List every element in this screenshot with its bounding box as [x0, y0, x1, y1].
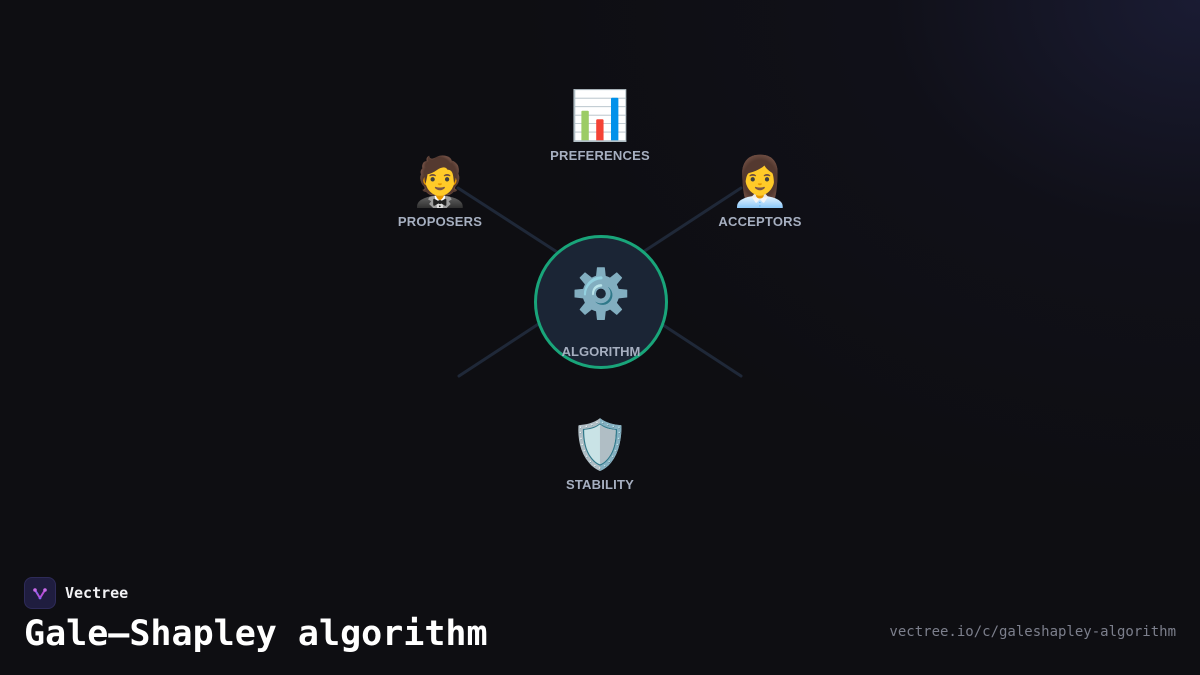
- connector-proposers: [456, 186, 559, 254]
- node-label: ACCEPTORS: [718, 214, 802, 229]
- page-url[interactable]: vectree.io/c/galeshapley-algorithm: [889, 624, 1176, 640]
- connector-acceptors: [641, 186, 743, 254]
- node-label: PREFERENCES: [550, 148, 650, 163]
- connector-lower-left: [457, 321, 542, 378]
- office-worker-woman-icon: 👩‍💼: [730, 154, 790, 210]
- node-algorithm: ⚙️ ALGORITHM: [534, 235, 668, 369]
- page-title: Gale–Shapley algorithm: [24, 614, 488, 654]
- node-preferences: 📊 PREFERENCES: [520, 88, 680, 163]
- gear-icon: ⚙️: [571, 266, 631, 322]
- shield-icon: 🛡️: [570, 417, 630, 473]
- node-acceptors: 👩‍💼 ACCEPTORS: [680, 154, 840, 229]
- brand[interactable]: Vectree: [24, 577, 128, 609]
- connector-lower-right: [658, 321, 743, 378]
- node-proposers: 🤵 PROPOSERS: [360, 154, 520, 229]
- bar-chart-icon: 📊: [570, 88, 630, 144]
- person-in-tuxedo-icon: 🤵: [410, 154, 470, 210]
- node-label: STABILITY: [566, 477, 634, 492]
- node-label: ALGORITHM: [561, 344, 641, 359]
- node-label: PROPOSERS: [397, 214, 483, 229]
- node-stability: 🛡️ STABILITY: [520, 417, 680, 492]
- vectree-logo-icon: [24, 577, 56, 609]
- brand-name: Vectree: [65, 584, 129, 602]
